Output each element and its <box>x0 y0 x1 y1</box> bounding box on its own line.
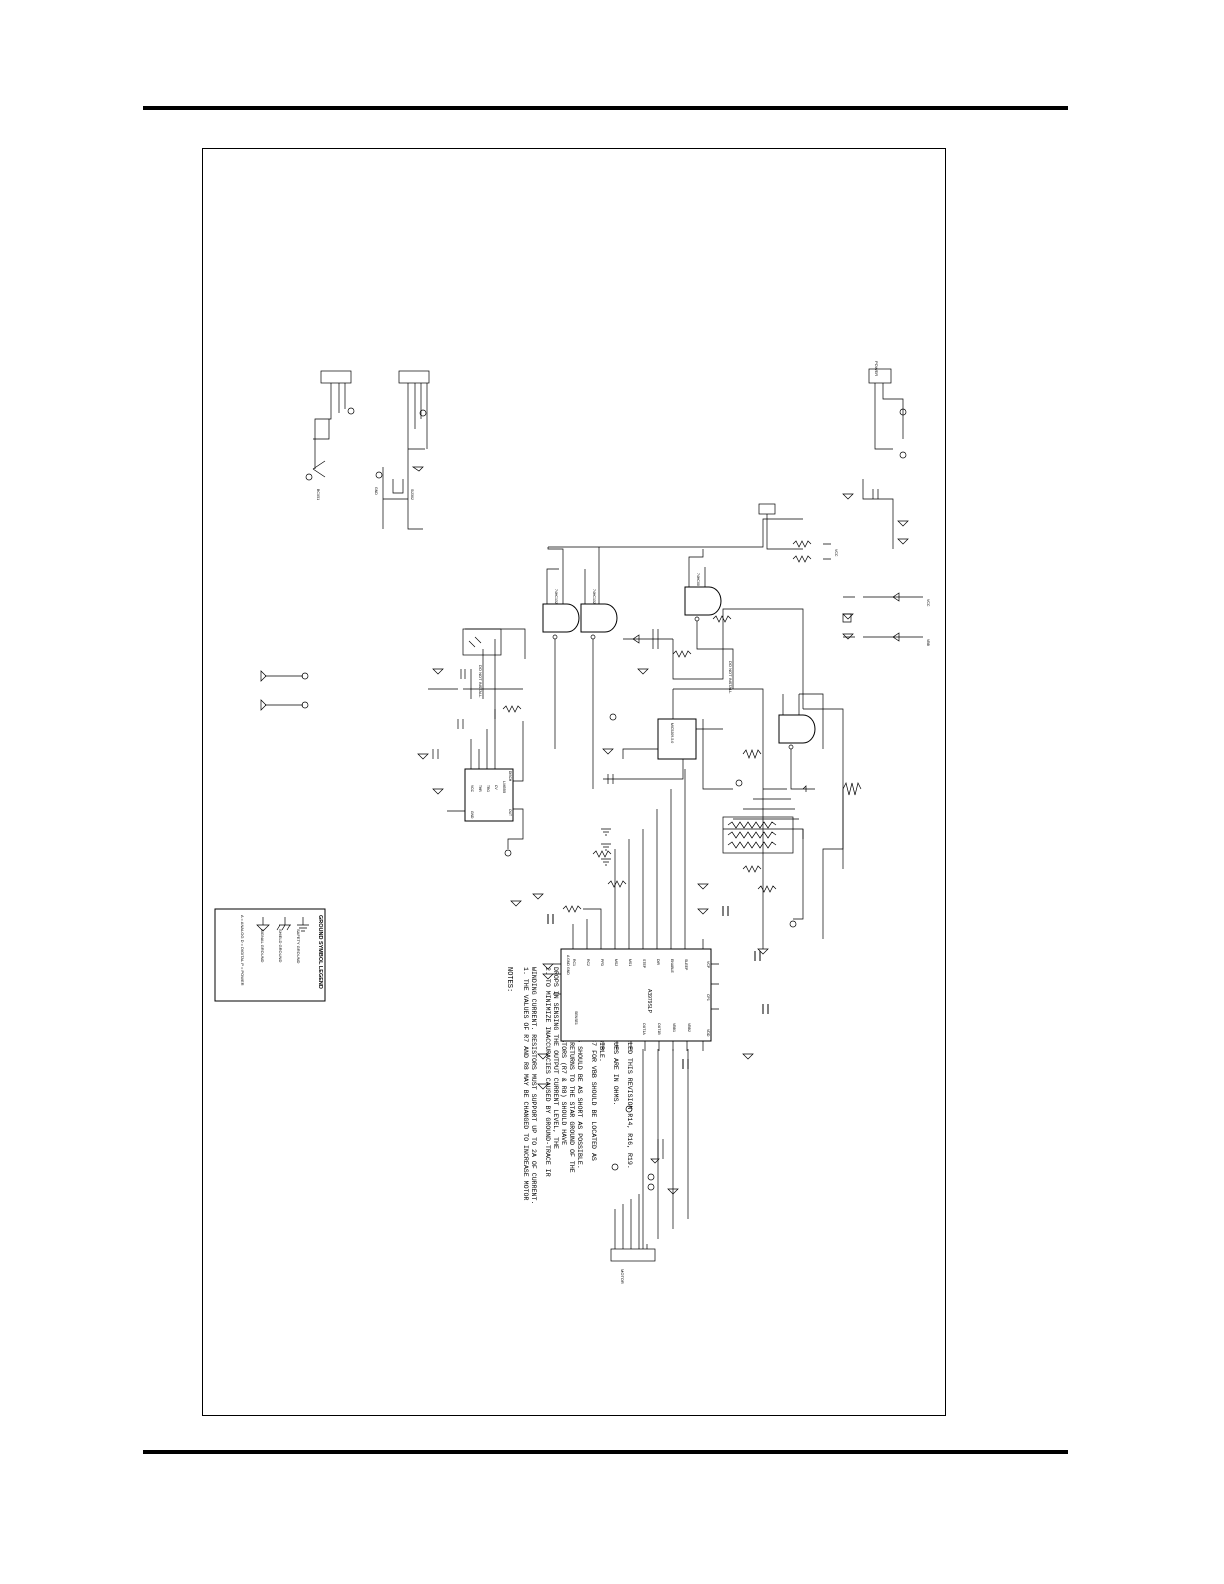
power-label: POWER <box>874 361 879 376</box>
u1-pin-label: DIR <box>656 959 660 966</box>
u5-voltage-regulator: MIC5209-5.0 <box>602 689 743 787</box>
test-points-left <box>260 670 309 711</box>
u2-pin-label: DISCH <box>508 771 512 782</box>
legend-entry: SHIELD GROUND <box>278 929 283 962</box>
notes-heading: NOTES: <box>505 967 513 992</box>
shield-ground-icon <box>276 917 291 931</box>
u4-name: 74HC132 <box>592 589 596 604</box>
u1-pin-label: VBB2 <box>687 1023 691 1032</box>
connector-j5-q3: Si2302 GND <box>374 370 430 530</box>
u5-name: MIC5209-5.0 <box>670 723 674 743</box>
misc-traces <box>673 608 844 949</box>
diode-d4-network <box>623 608 763 680</box>
power-connector: POWER <box>842 361 909 549</box>
motor-connector-j1: MOTOR <box>610 1049 689 1284</box>
resistor-network <box>562 781 862 913</box>
u1-pin-label: A GND <box>566 955 570 966</box>
note-line: 2. TO MINIMIZE INACCURACIES CAUSED BY GR… <box>544 967 551 1177</box>
u6-nand-gate-a: 74HC00 <box>684 549 734 689</box>
u2-pin-label: TRG <box>486 785 490 792</box>
note-line: 6. PARTS NOT INSTALLED THIS REVISION R14… <box>626 967 633 1169</box>
ground-symbol-array <box>510 828 769 1090</box>
u1-pin-label: GND <box>566 967 570 975</box>
note-line: INDEPENDENT GROUND RETURNS TO THE STAR G… <box>568 967 575 1173</box>
u1-pin-label: CP1 <box>706 994 710 1001</box>
bottom-rule <box>143 1450 1068 1454</box>
u1-pin-label: RC2 <box>586 959 590 966</box>
note-line: 3. BULK CAPACITOR C7 FOR VBB SHOULD BE L… <box>590 967 597 1161</box>
note-line: DEVICE. THESE LEADS SHOULD BE AS SHORT A… <box>576 967 583 1169</box>
u3-u4-nand-gates: 74HC132 74HC132 <box>542 518 803 789</box>
u6-nand-gate-b <box>778 693 824 790</box>
u1-pin-label: VBB1 <box>672 1023 676 1032</box>
q2-label: BCX51 <box>316 489 320 500</box>
u1-pin-label: RC1 <box>572 959 576 966</box>
test-point <box>735 779 743 787</box>
top-rule <box>143 106 1068 110</box>
signal-ground-icon <box>256 917 270 932</box>
do-not-install-label-1: DO NOT INSTALL <box>478 665 483 698</box>
clock-connector-j2: VCC <box>758 503 838 563</box>
q-fet-network <box>742 749 815 792</box>
u1-pin-label: OUT1B <box>657 1023 661 1035</box>
u2-pin-label: THR <box>478 785 482 792</box>
note-line: CURRENT-SENSE RESISTORS (R7 & R8) SHOULD… <box>560 967 567 1145</box>
connector-j4-q2: BCX51 <box>305 370 355 500</box>
vbb-label: VBB <box>926 639 930 647</box>
vcc-pullup-label: VCC <box>834 549 838 557</box>
note-line: DROPS IN SENSING THE OUTPUT CURRENT LEVE… <box>552 967 559 1149</box>
u6-name: 74HC00 <box>696 573 700 586</box>
u3-name: 74HC132 <box>554 589 558 604</box>
u1-pin-label: VDD <box>706 1029 710 1037</box>
u2-name: LM555 <box>502 781 507 794</box>
u2-pin-label: VCC <box>470 785 474 793</box>
note-line: 1. THE VALUES OF R7 AND R8 MAY BE CHANGE… <box>522 967 529 1200</box>
legend-entry: SAFETY GROUND <box>296 929 301 963</box>
u1-pin-label: MS2 <box>614 959 618 966</box>
schematic-drawing: NOTES: 1. THE VALUES OF R7 AND R8 MAY BE… <box>214 361 930 1284</box>
vbb-test-point <box>789 920 797 928</box>
u1-pin-label: MS1 <box>628 959 632 966</box>
u2-lm555-timer: LM555 VCC THR TRG CV DISCH OUT GND <box>447 709 524 857</box>
u1-pin-label: STEP <box>642 959 646 969</box>
q3-label: Si2302 <box>410 489 414 500</box>
vcc-label: VCC <box>926 599 930 607</box>
legend-title: GROUND SYMBOL LEGEND <box>317 915 323 989</box>
u1-pin-label: VCP <box>706 961 710 969</box>
capacitors <box>547 906 769 1069</box>
u1-pin-label: OUT1A <box>642 1023 646 1035</box>
legend-entry: SIGNAL GROUND <box>260 929 265 963</box>
u2-pin-label: OUT <box>508 809 512 816</box>
control-bus-traces <box>572 769 686 939</box>
test-points-bottom <box>611 1105 679 1195</box>
u1-pin-label: SENSE1 <box>574 1011 578 1025</box>
safety-ground-icon <box>297 917 309 932</box>
u1-driver-ic: A3979SLP A GND GND SENSE1 RC1 RC2 PFD MS… <box>553 939 719 1051</box>
timer-rc-network <box>417 628 526 795</box>
motor-label: MOTOR <box>620 1269 625 1284</box>
dip-switch-bank <box>722 816 794 854</box>
u1-pin-label: ENABLE <box>670 959 674 973</box>
gnd-label: GND <box>374 487 378 495</box>
status-leds <box>842 592 923 642</box>
step-test-point <box>504 849 512 857</box>
test-point <box>609 713 617 721</box>
legend-entry: A = ANALOG D = DIGITAL P = POWER <box>240 915 245 986</box>
schematic-frame: NOTES: 1. THE VALUES OF R7 AND R8 MAY BE… <box>202 148 946 1416</box>
u1-pin-label: SLEEP <box>684 959 688 971</box>
do-not-install-label-2: DO NOT INSTALL <box>728 661 733 694</box>
u2-pin-label: GND <box>470 811 474 819</box>
ground-symbol-legend: GROUND SYMBOL LEGEND SAFETY GROUND SHIEL… <box>214 908 326 1002</box>
u1-name: A3979SLP <box>646 989 652 1014</box>
note-line: WINDING CURRENT. RESISTORS MUST SUPPORT … <box>530 967 537 1204</box>
u2-pin-label: CV <box>494 785 498 790</box>
u1-pin-label: PFD <box>600 959 604 966</box>
